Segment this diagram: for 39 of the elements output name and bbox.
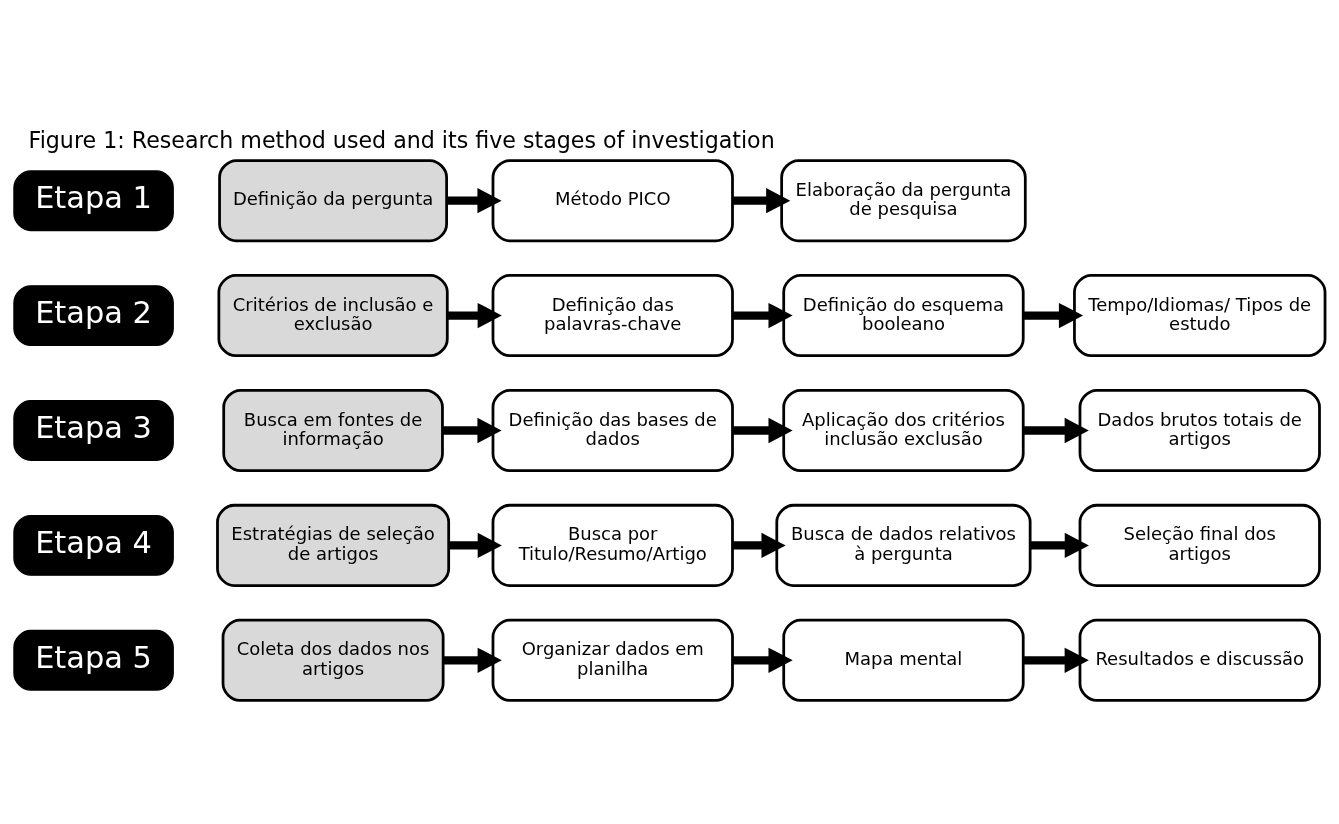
arrow [448,532,502,558]
arrow [443,647,502,673]
node-box: Critérios de inclusão e exclusão [217,273,449,357]
arrow [732,647,793,673]
node-box: Definição do esquema booleano [782,273,1025,357]
diagram-title: Figure 1: Research method used and its five stages of investigation [28,126,775,153]
node-box: Etapa 5 [13,629,174,691]
node-box: Organizar dados em planilha [491,618,734,702]
node-box: Método PICO [491,158,734,242]
arrow [447,302,502,328]
node-box: Aplicação dos critérios inclusão exclusão [782,388,1025,472]
arrow [446,187,502,213]
node-box: Definição das bases de dados [491,388,734,472]
node-box: Elaboração da pergunta de pesquisa [780,158,1027,242]
node-box: Etapa 2 [13,284,174,346]
arrow [732,532,786,558]
arrow [442,417,502,443]
node-box: Definição da pergunta [218,158,448,242]
node-box: Definição das palavras-chave [491,273,734,357]
arrow [732,302,793,328]
arrow [1023,647,1089,673]
node-box: Mapa mental [782,618,1025,702]
node-box: Busca de dados relativos à pergunta [775,503,1032,587]
node-box: Etapa 3 [13,399,174,461]
arrow [1030,532,1089,558]
arrow [732,417,793,443]
node-box: Dados brutos totais de artigos [1078,388,1321,472]
node-box: Etapa 1 [13,169,174,231]
arrow [732,187,791,213]
node-box: Busca em fontes de informação [222,388,444,472]
node-box: Tempo/Idiomas/ Tipos de estudo [1073,273,1327,357]
node-box: Busca por Titulo/Resumo/Artigo [491,503,734,587]
node-box: Coleta dos dados nos artigos [221,618,445,702]
arrow [1023,302,1084,328]
arrow [1023,417,1089,443]
node-box: Seleção final dos artigos [1078,503,1321,587]
node-box: Resultados e discussão [1078,618,1321,702]
node-box: Etapa 4 [13,514,174,576]
node-box: Estratégias de seleção de artigos [216,503,451,587]
